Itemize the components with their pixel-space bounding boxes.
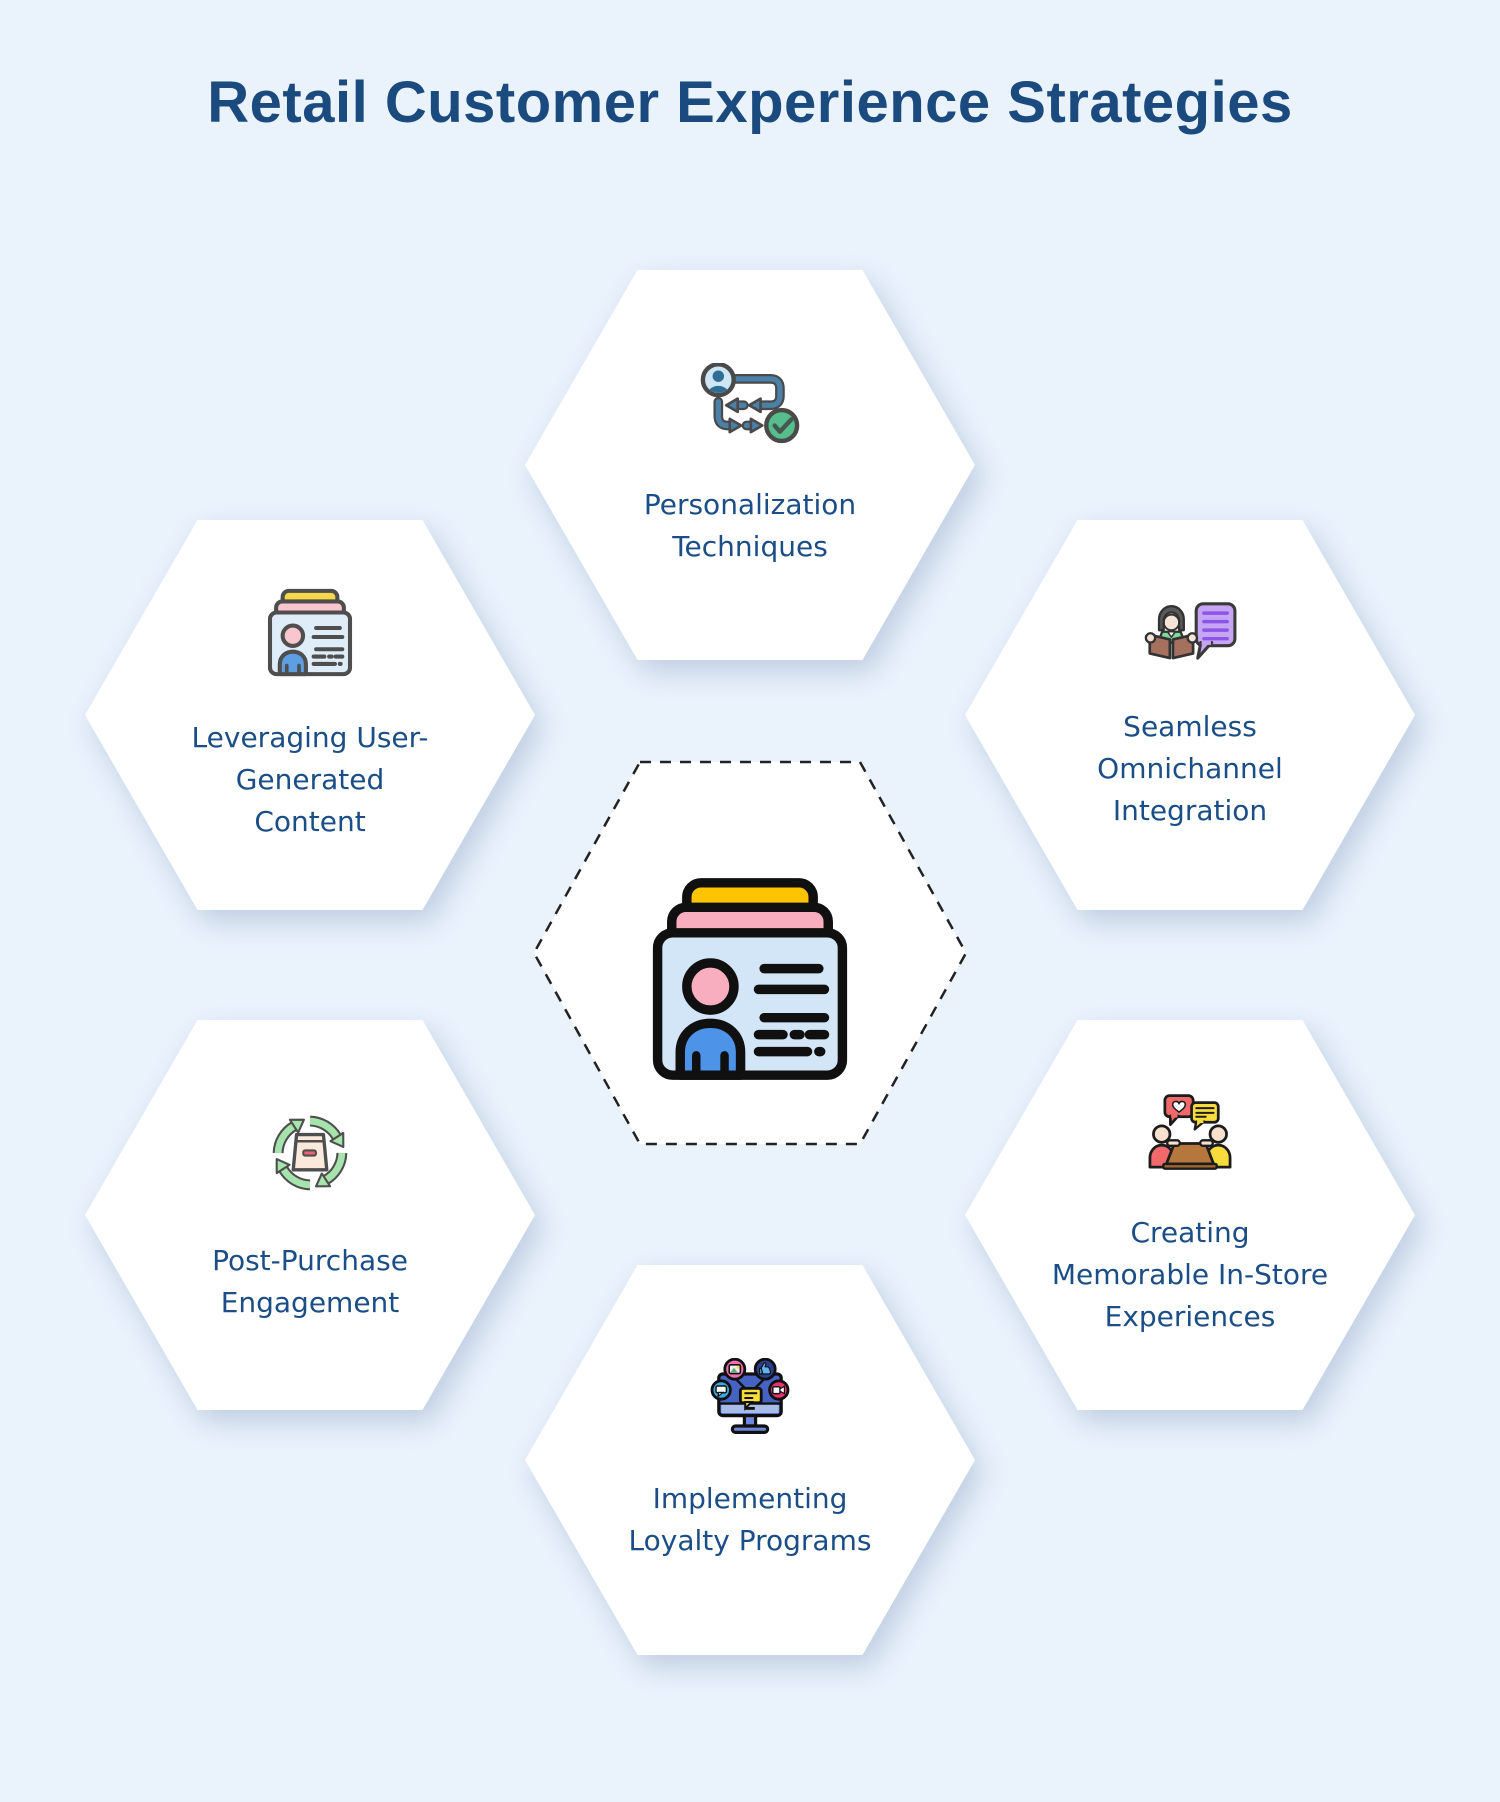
node-label: Implementing Loyalty Programs (628, 1482, 872, 1557)
node-seamless-omnichannel-integration: Seamless Omnichannel Integration (965, 520, 1415, 910)
monitor-badges-icon (705, 1358, 795, 1438)
id-card-stack-icon (651, 876, 849, 1082)
node-personalization-techniques: Personalization Techniques (525, 270, 975, 660)
node-label: Personalization Techniques (643, 487, 857, 563)
node-center-customer-profile (530, 758, 970, 1148)
hexagon-shape (525, 1265, 975, 1655)
hexagon-shape (525, 270, 975, 660)
table-conversation-icon (1146, 1093, 1234, 1172)
hexagon-shape (965, 1020, 1415, 1410)
node-label: Post-Purchase Engagement (212, 1244, 408, 1319)
id-card-icon (267, 588, 353, 677)
workflow-check-icon (696, 362, 804, 444)
node-label: Seamless Omnichannel Integration (1097, 709, 1283, 827)
hexagon-shape (85, 1020, 535, 1410)
hexagon-shape (965, 520, 1415, 910)
package-cycle-icon (268, 1106, 352, 1200)
hexagon-shape (85, 520, 535, 910)
node-creating-memorable-in-store-experiences: Creating Memorable In-Store Experiences (965, 1020, 1415, 1410)
node-leveraging-user-generated-content: Leveraging User- Generated Content (85, 520, 535, 910)
page-title: Retail Customer Experience Strategies (207, 70, 1293, 135)
node-post-purchase-engagement: Post-Purchase Engagement (85, 1020, 535, 1410)
node-label: Leveraging User- Generated Content (191, 720, 429, 838)
node-implementing-loyalty-programs: Implementing Loyalty Programs (525, 1265, 975, 1655)
node-label: Creating Memorable In-Store Experiences (1051, 1215, 1329, 1333)
reading-chat-icon (1142, 599, 1238, 666)
